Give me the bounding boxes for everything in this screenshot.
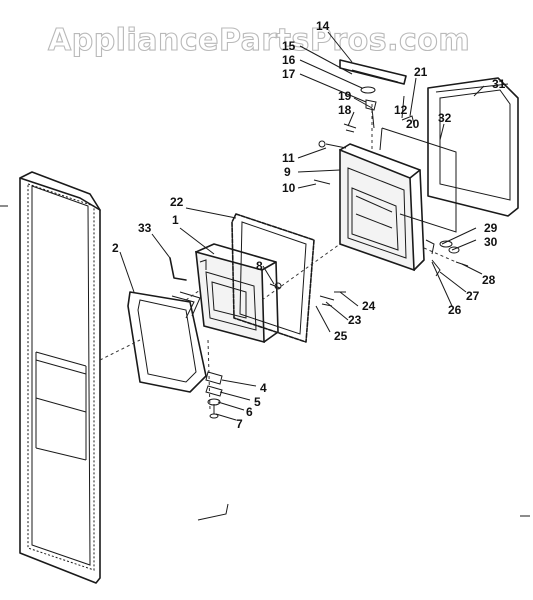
callout-4: 4 [260, 381, 267, 395]
part-33-hex-key [169, 257, 187, 281]
small-hardware-top [313, 59, 415, 185]
callout-9: 9 [284, 165, 291, 179]
callout-26: 26 [448, 303, 462, 317]
callout-10: 10 [282, 181, 296, 195]
part-1-dispenser-housing [195, 243, 279, 344]
callout-1: 1 [172, 213, 179, 227]
leader-lines [119, 31, 485, 421]
callout-33: 33 [138, 221, 152, 235]
callout-22: 22 [170, 195, 184, 209]
callout-30: 30 [484, 235, 498, 249]
callout-18: 18 [338, 103, 352, 117]
callout-8: 8 [256, 259, 263, 273]
freezer-door-outline [19, 171, 101, 584]
callout-31: 31 [492, 77, 506, 91]
watermark-text: AppliancePartsPros.com [48, 23, 470, 58]
callout-23: 23 [348, 313, 362, 327]
part-2-trim-frame [127, 291, 207, 393]
part-31-back-cover [427, 77, 519, 217]
callout-2: 2 [112, 241, 119, 255]
callout-5: 5 [254, 395, 261, 409]
callout-19: 19 [338, 89, 352, 103]
callout-14: 14 [316, 19, 330, 33]
callout-29: 29 [484, 221, 498, 235]
callout-12: 12 [394, 103, 408, 117]
callout-27: 27 [466, 289, 480, 303]
callout-21: 21 [414, 65, 428, 79]
alignment-lines [99, 104, 457, 361]
callout-11: 11 [282, 151, 295, 165]
insulation-block [379, 127, 457, 233]
callout-28: 28 [482, 273, 496, 287]
part-9-dispenser-door [339, 143, 425, 272]
part-22-gasket [231, 213, 315, 343]
callout-6: 6 [246, 405, 253, 419]
callout-25: 25 [334, 329, 348, 343]
callout-17: 17 [282, 67, 296, 81]
callout-32: 32 [438, 111, 452, 125]
callout-24: 24 [362, 299, 376, 313]
callout-16: 16 [282, 53, 296, 67]
small-hardware-bottom [205, 339, 223, 419]
callout-15: 15 [282, 39, 296, 53]
stray-marks [0, 205, 530, 521]
callout-20: 20 [406, 117, 420, 131]
callout-7: 7 [236, 417, 243, 431]
callout-labels: 1 2 4 5 6 7 8 9 10 11 12 14 15 16 17 18 … [112, 19, 506, 431]
